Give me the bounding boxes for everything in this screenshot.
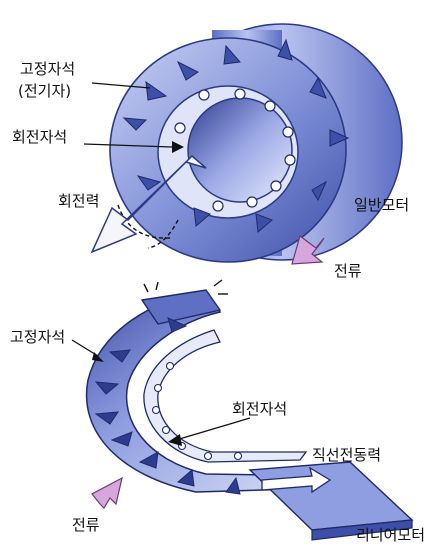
rotation-arc-1 [117, 204, 171, 239]
rotary-stator-label: 고정자석 [20, 60, 75, 78]
linear-rotor-magnets [151, 361, 243, 461]
sparkle-marks [143, 279, 228, 295]
stator-teeth [122, 38, 350, 233]
current-arrow-linear [91, 476, 123, 509]
linear-stator-top [140, 289, 222, 325]
linear-rotor-label: 회전자석 [232, 400, 287, 418]
linear-motor: 고정자석 회전자석 직선전동력 전류 리니어모터 [10, 279, 425, 544]
rotary-stator-sublabel: (전기자) [18, 82, 71, 100]
leader-rotor [83, 143, 173, 148]
rotary-motor: 고정자석 (전기자) 회전자석 회전력 일반모터 전류 [12, 23, 409, 280]
torque-arrow [90, 154, 207, 254]
linear-motor-label: 리니어모터 [356, 526, 425, 544]
linear-rotor-track [143, 329, 308, 463]
rotor-magnets [174, 88, 296, 212]
rotary-current-label: 전류 [334, 262, 362, 280]
linear-current-label: 전류 [72, 516, 100, 534]
leader-stator [91, 82, 151, 89]
current-arrow-rotary [291, 234, 325, 265]
leader-rotor-arrowhead [172, 141, 184, 153]
rotation-arc-2 [147, 219, 179, 249]
rotary-rotor-label: 회전자석 [12, 128, 67, 146]
linear-force-label: 직선전동력 [312, 446, 381, 464]
leader-linear-stator-arrowhead [92, 352, 104, 362]
linear-platform [248, 461, 414, 531]
general-motor-label: 일반모터 [354, 196, 409, 214]
linear-stator-label: 고정자석 [10, 328, 65, 346]
leader-linear-rotor-arrowhead [168, 434, 182, 446]
torque-label: 회전력 [58, 192, 99, 210]
linear-force-arrow [261, 466, 332, 494]
leader-linear-rotor [175, 417, 251, 441]
linear-platform-edge [311, 519, 413, 541]
linear-stator-teeth [94, 317, 241, 495]
